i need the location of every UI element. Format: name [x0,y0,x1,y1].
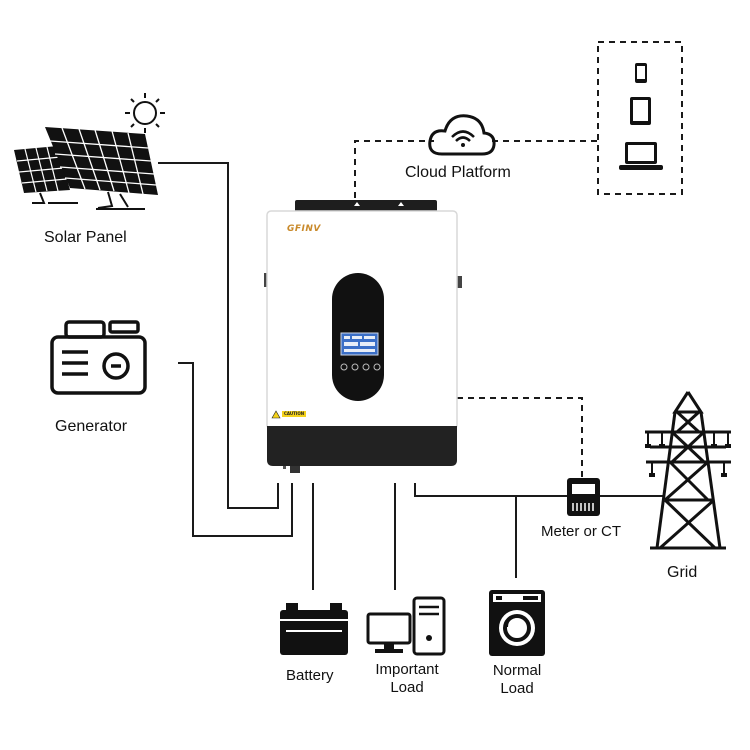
important-load-label-line2: Load [390,679,424,696]
solar-panel-front [45,127,158,210]
normal-load-label-line1: Normal [492,662,542,679]
important-load-label: Important Load [364,661,450,697]
solar-panel-icon [14,127,158,210]
desktop-computer-icon [366,596,446,656]
generator-to-inverter-line [178,362,293,537]
solar-panel-back [14,146,78,204]
grid-label: Grid [667,564,698,581]
inverter-to-cloud-line [354,140,434,198]
caution-sticker: CAUTION [282,411,307,417]
devices-box [597,41,683,195]
devices [619,63,663,170]
inverter-brand-logo: GFINV [287,224,321,234]
inverter-to-meter-line [457,397,583,478]
cloud-platform-label: Cloud Platform [405,164,511,181]
normal-load-label: Normal Load [482,662,552,698]
dashed-lines [354,41,683,478]
connection-lines [158,162,665,590]
battery-icon [280,603,348,655]
tablet-icon [630,97,651,125]
generator-icon [50,320,147,395]
washing-machine-icon [489,590,545,656]
inverter [264,200,462,473]
battery-label: Battery [286,667,334,684]
meter-icon [567,478,600,516]
solar-panel-label: Solar Panel [44,229,127,246]
smartphone-icon [635,63,647,83]
cloud-wifi-icon [428,114,496,156]
meter-label: Meter or CT [541,523,622,540]
important-load-label-line1: Important [375,661,439,678]
transmission-tower-icon [645,391,731,550]
normal-load-label-line2: Load [500,680,534,697]
grid-line [414,483,567,497]
generator-label: Generator [55,418,128,435]
solar-to-inverter-line [158,162,279,509]
sun-icon [125,93,165,133]
laptop-icon [619,142,663,170]
